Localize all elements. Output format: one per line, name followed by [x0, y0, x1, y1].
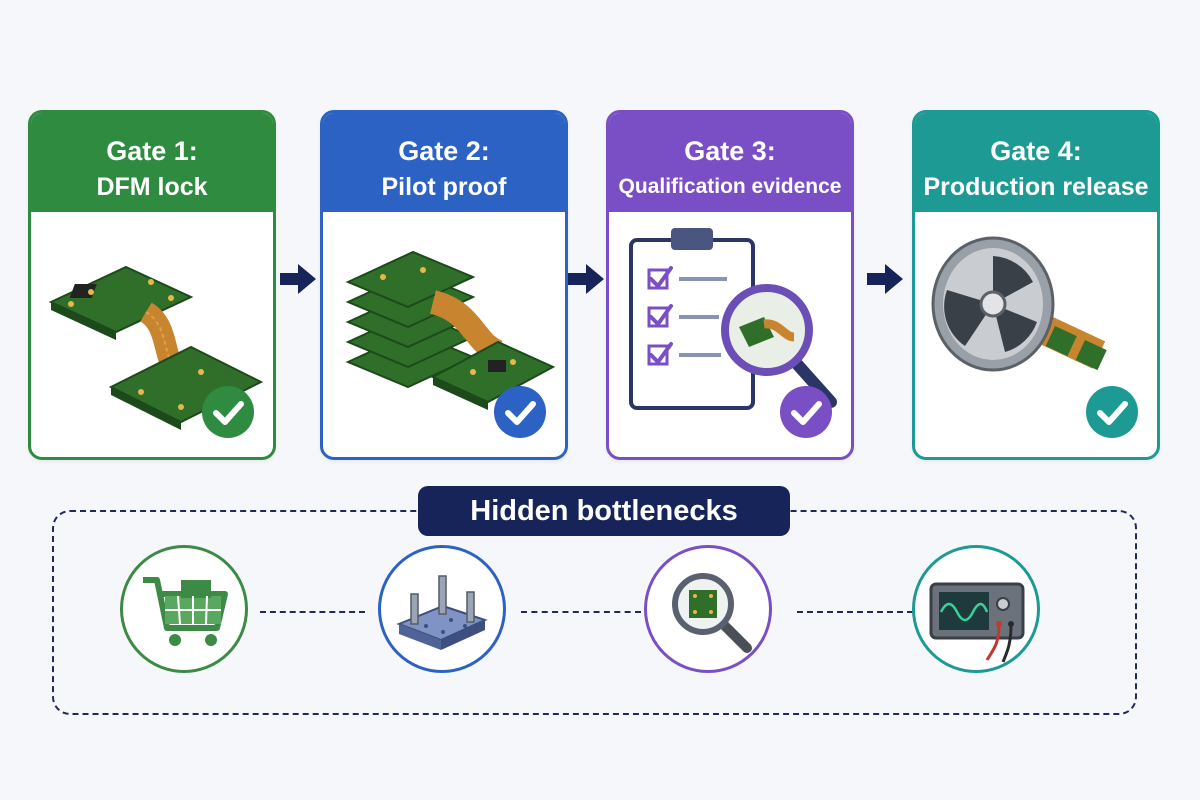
- flex-pcb-icon: [48, 265, 264, 430]
- bottleneck-fixture: [378, 545, 506, 673]
- gate-4-card: Gate 4: Production release: [912, 110, 1160, 460]
- gate-2-subtitle: Pilot proof: [381, 173, 507, 201]
- gate-1-header: Gate 1: DFM lock: [31, 113, 273, 212]
- gate-3-card: Gate 3: Qualification evidence: [606, 110, 854, 460]
- pcb-stack-icon: [345, 250, 556, 410]
- hidden-bottlenecks-title: Hidden bottlenecks: [418, 486, 790, 536]
- tape-reel-icon: [931, 236, 1107, 372]
- gate-1-check-icon: [202, 386, 254, 438]
- gate-3-title: Gate 3:: [684, 136, 776, 166]
- gate-1-subtitle: DFM lock: [96, 173, 208, 201]
- bottleneck-inspection: [644, 545, 772, 673]
- gate-4-check-icon: [1086, 386, 1138, 438]
- bottleneck-connector: [797, 611, 913, 613]
- arrow-right-icon: [867, 264, 903, 294]
- gate-1-title: Gate 1:: [106, 136, 198, 166]
- arrow-right-icon: [280, 264, 316, 294]
- clipboard-magnifier-icon: [629, 228, 837, 410]
- bottleneck-connector: [521, 611, 641, 613]
- gate-2-header: Gate 2: Pilot proof: [323, 113, 565, 212]
- test-fixture-icon: [396, 575, 488, 650]
- gate-2-check-icon: [494, 386, 546, 438]
- shopping-cart-icon: [143, 577, 228, 646]
- oscilloscope-icon: [929, 582, 1025, 663]
- gate-4-title: Gate 4:: [990, 136, 1082, 166]
- bottleneck-test-equipment: [912, 545, 1040, 673]
- gate-4-header: Gate 4: Production release: [915, 113, 1157, 212]
- gate-3-subtitle: Qualification evidence: [618, 175, 842, 198]
- inspection-magnifier-icon: [672, 573, 752, 653]
- gate-2-title: Gate 2:: [398, 136, 490, 166]
- gate-3-check-icon: [780, 386, 832, 438]
- gate-1-card: Gate 1: DFM lock: [28, 110, 276, 460]
- gate-2-card: Gate 2: Pilot proof: [320, 110, 568, 460]
- bottleneck-procurement: [120, 545, 248, 673]
- gate-3-header: Gate 3: Qualification evidence: [609, 113, 851, 212]
- gate-4-subtitle: Production release: [923, 173, 1149, 201]
- arrow-right-icon: [568, 264, 604, 294]
- bottleneck-connector: [260, 611, 365, 613]
